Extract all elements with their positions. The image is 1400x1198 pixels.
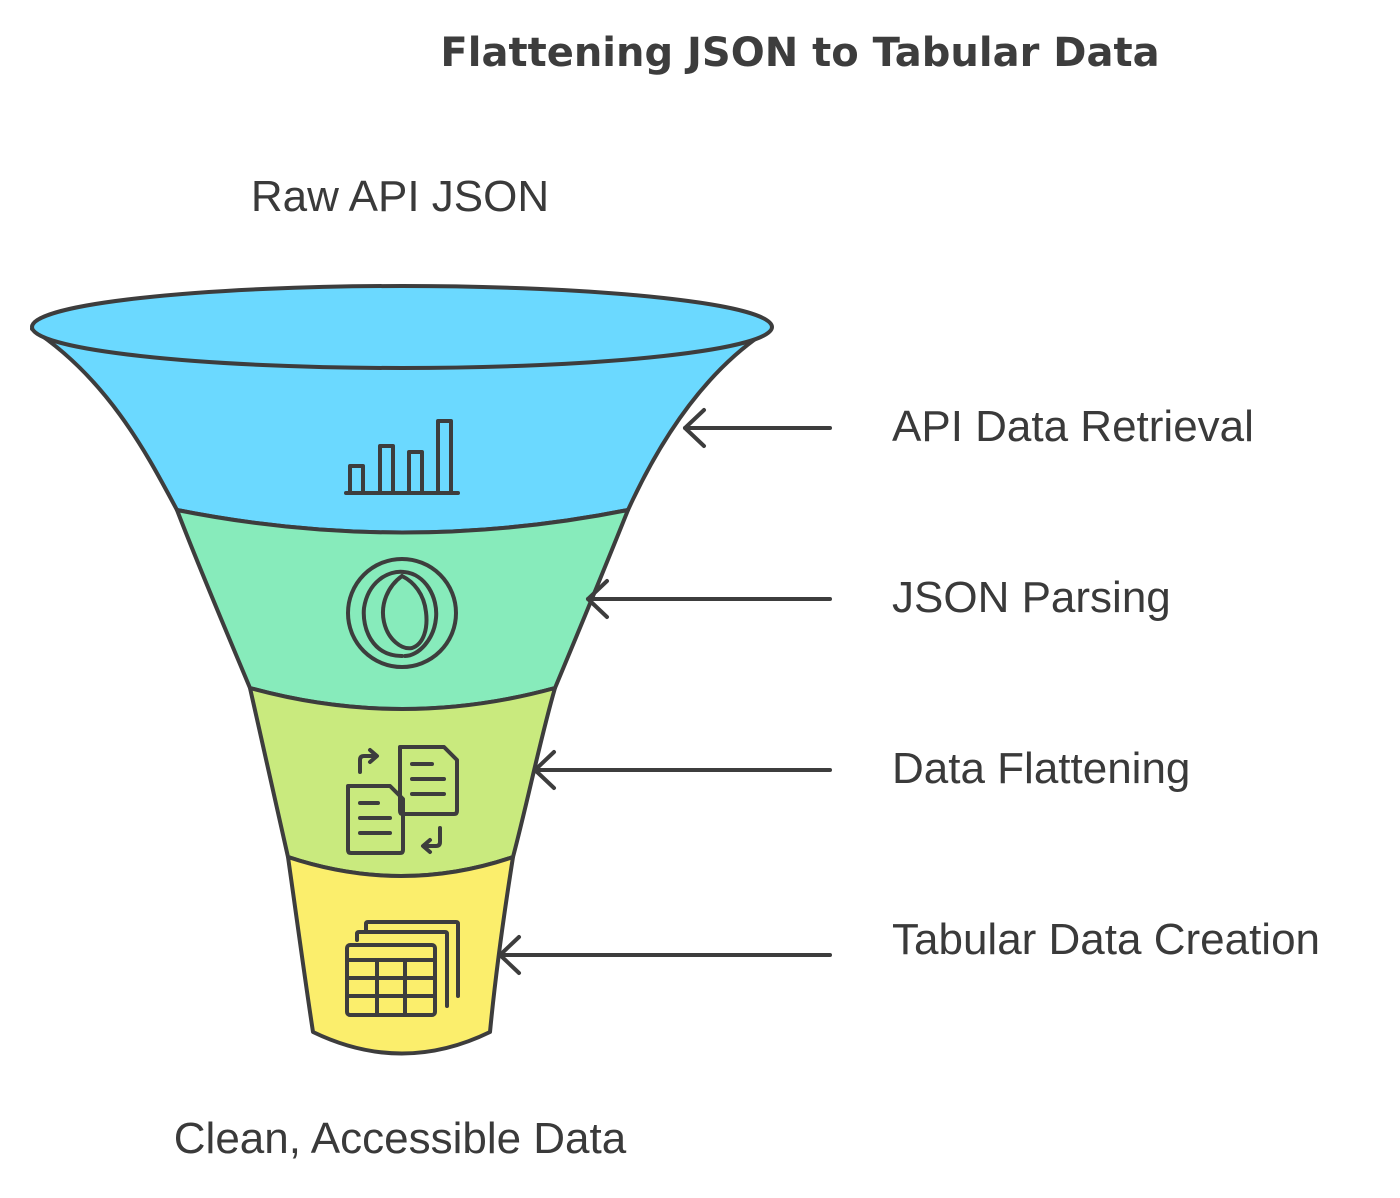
funnel-output-label: Clean, Accessible Data bbox=[173, 1114, 627, 1163]
stage-arrow-4 bbox=[498, 935, 832, 975]
json-swirl-icon bbox=[346, 557, 458, 669]
table-stack-icon bbox=[345, 920, 460, 1017]
funnel-top-opening bbox=[30, 284, 774, 370]
stage-label-data-flattening: Data Flattening bbox=[892, 744, 1191, 793]
funnel-input-label: Raw API JSON bbox=[250, 172, 550, 221]
stage-arrow-3 bbox=[533, 750, 832, 790]
document-transfer-icon bbox=[346, 745, 459, 855]
stage-arrow-1 bbox=[683, 408, 832, 448]
bar-chart-icon bbox=[344, 419, 460, 495]
stage-label-json-parsing: JSON Parsing bbox=[892, 573, 1171, 622]
diagram-title: Flattening JSON to Tabular Data bbox=[440, 30, 1160, 76]
stage-label-tabular-data-creation: Tabular Data Creation bbox=[892, 915, 1321, 964]
stage-label-api-data-retrieval: API Data Retrieval bbox=[892, 402, 1254, 451]
stage-arrow-2 bbox=[586, 579, 832, 619]
funnel-stage-2 bbox=[175, 508, 630, 711]
funnel-stage-4 bbox=[286, 855, 515, 1056]
